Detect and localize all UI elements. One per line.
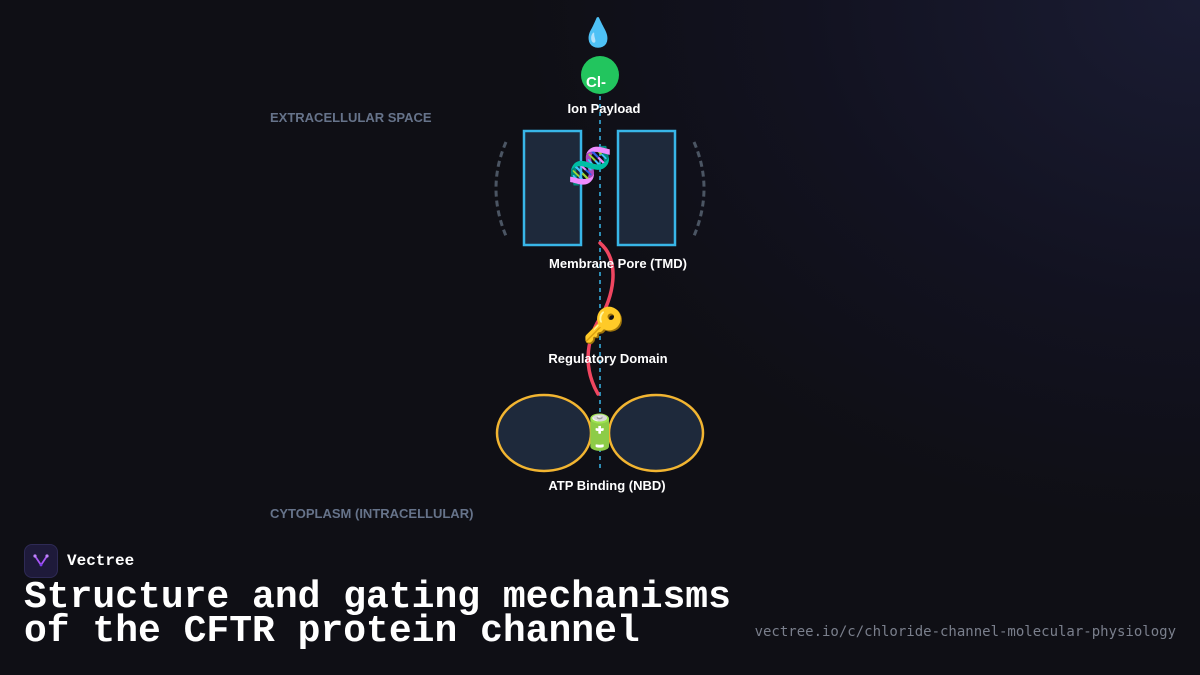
- pore-wall-left: [522, 129, 583, 247]
- cytoplasm-label: CYTOPLASM (INTRACELLULAR): [270, 506, 474, 521]
- chloride-ion-symbol: Cl-: [586, 74, 606, 91]
- membrane-arc-right: [692, 141, 706, 237]
- extracellular-label: EXTRACELLULAR SPACE: [270, 110, 432, 125]
- brand-name: Vectree: [67, 552, 135, 570]
- pore-wall-right: [616, 129, 677, 247]
- membrane-arc-left: [494, 141, 508, 237]
- vectree-logo-icon: [24, 544, 58, 578]
- chloride-ion: [581, 56, 619, 94]
- source-url: vectree.io/c/chloride-channel-molecular-…: [754, 624, 1176, 640]
- key-icon: 🔑: [582, 307, 626, 345]
- dna-icon: 🧬: [567, 145, 613, 186]
- membrane-pore-label: Membrane Pore (TMD): [549, 256, 687, 271]
- battery-icon: 🔋: [578, 414, 622, 452]
- atp-binding-label: ATP Binding (NBD): [548, 478, 666, 493]
- brand: Vectree: [24, 544, 134, 578]
- nbd-left: [495, 393, 593, 473]
- ion-payload-label: Ion Payload: [567, 101, 641, 116]
- regulatory-domain-label: Regulatory Domain: [548, 351, 668, 366]
- page-title: Structure and gating mechanisms of the C…: [24, 579, 731, 651]
- water-droplet-icon: 💧: [580, 17, 616, 48]
- nbd-right: [607, 393, 705, 473]
- title-line-1: Structure and gating mechanisms: [24, 576, 731, 619]
- regulatory-domain-curve: [586, 241, 615, 396]
- title-line-2: of the CFTR protein channel: [24, 610, 640, 653]
